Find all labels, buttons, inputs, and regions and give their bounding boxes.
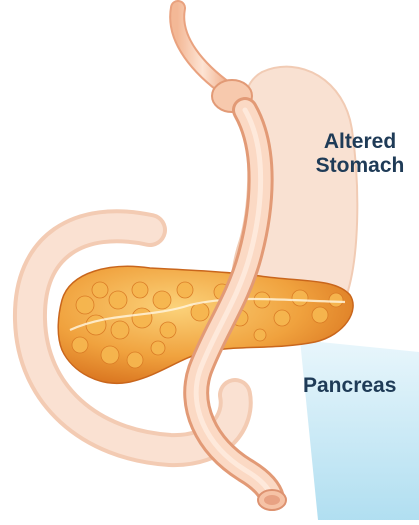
pancreas-callout — [300, 340, 419, 520]
pancreas-label: Pancreas — [303, 374, 419, 398]
stomach-label-line2: Stomach — [300, 154, 419, 178]
stomach-label-line1: Altered — [300, 130, 419, 154]
stomach-label: Altered Stomach — [300, 130, 419, 178]
